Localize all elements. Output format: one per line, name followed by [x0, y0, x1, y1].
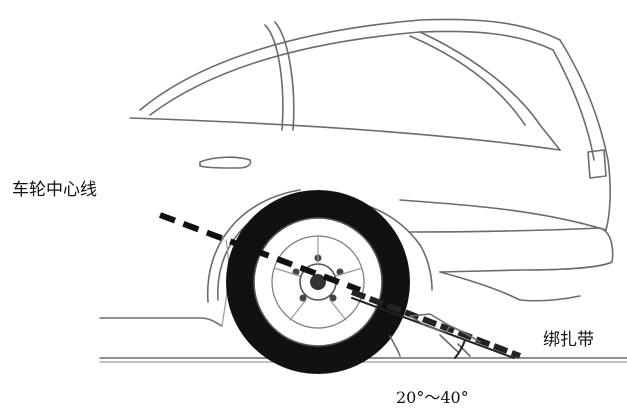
- wheel-centerline: [158, 212, 362, 293]
- angle-range-label: 20°～40°: [396, 388, 469, 407]
- tie-down-strap: [350, 289, 522, 359]
- wheel-centerline-label: 车轮中心线: [12, 180, 97, 200]
- strap-label: 绑扎带: [543, 330, 594, 350]
- wheel: [226, 190, 410, 374]
- angle-indicator: [454, 339, 466, 359]
